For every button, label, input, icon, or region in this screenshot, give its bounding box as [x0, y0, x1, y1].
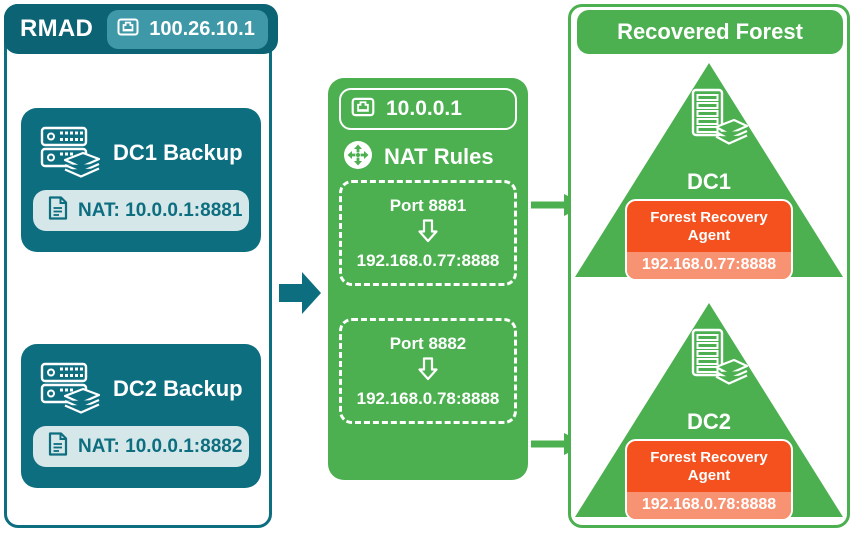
dc1-nat-pill: NAT: 10.0.0.1:8881 [33, 190, 249, 231]
dc2-forest-recovery-agent[interactable]: Forest Recovery Agent 192.168.0.78:8888 [625, 439, 793, 521]
dc1-nat-label: NAT: 10.0.0.1:8881 [78, 199, 243, 221]
document-icon [47, 431, 69, 462]
document-icon [47, 195, 69, 226]
nat-rule-row: Port 8882 192.168.0.78:8888 [339, 318, 517, 424]
right-block-arrow-icon [278, 268, 322, 323]
dc2-backup-header: DC2 Backup [33, 356, 249, 422]
dc1-backup-card[interactable]: DC1 Backup NAT: 10.0.0.1:8881 [21, 108, 261, 252]
rmad-ip-value: 100.26.10.1 [149, 17, 255, 40]
recovered-forest-title: Recovered Forest [617, 19, 803, 44]
rmad-panel: RMAD 100.26.10.1 [4, 4, 278, 528]
nat-rules-panel: 10.0.0.1 NAT Rules Port 8881 [328, 78, 528, 480]
ethernet-port-icon [350, 94, 376, 125]
rmad-ip-badge: 100.26.10.1 [107, 9, 268, 49]
ethernet-port-icon [116, 15, 140, 44]
server-rack-backup-icon [689, 87, 749, 154]
dc1-forest-recovery-agent[interactable]: Forest Recovery Agent 192.168.0.77:8888 [625, 199, 793, 281]
server-backup-icon [39, 358, 103, 421]
nat-ip-badge: 10.0.0.1 [339, 88, 517, 130]
rmad-title: RMAD [20, 15, 94, 42]
dc1-agent-ip: 192.168.0.77:8888 [627, 252, 791, 279]
down-arrow-icon [415, 356, 441, 387]
dc2-nat-label: NAT: 10.0.0.1:8882 [78, 435, 243, 457]
nat-rule-target: 192.168.0.78:8888 [356, 388, 500, 408]
nat-ip-value: 10.0.0.1 [386, 97, 462, 120]
dc2-label: DC2 [686, 409, 731, 434]
server-backup-icon [39, 122, 103, 185]
dc2-backup-card[interactable]: DC2 Backup NAT: 10.0.0.1:8882 [21, 344, 261, 488]
nat-rule-port: Port 8882 [389, 333, 467, 353]
nat-rule-target: 192.168.0.77:8888 [356, 250, 500, 270]
dc1-backup-header: DC1 Backup [33, 120, 249, 186]
nat-router-icon [343, 140, 373, 175]
dc2-node[interactable]: DC2 Forest Recovery Agent 192.168.0.78:8… [571, 299, 847, 525]
dc2-agent-title: Forest Recovery Agent [650, 449, 768, 484]
dc2-nat-pill: NAT: 10.0.0.1:8882 [33, 426, 249, 467]
dc1-node[interactable]: DC1 Forest Recovery Agent 192.168.0.77:8… [571, 59, 847, 289]
recovered-forest-panel: Recovered Forest [568, 4, 850, 528]
down-arrow-icon [415, 218, 441, 249]
dc2-backup-title: DC2 Backup [113, 376, 243, 401]
nat-rules-title: NAT Rules [384, 144, 494, 169]
rmad-header: RMAD 100.26.10.1 [4, 4, 278, 54]
nat-rules-header: NAT Rules [339, 134, 517, 180]
dc2-agent-ip: 192.168.0.78:8888 [627, 492, 791, 519]
nat-rule-row: Port 8881 192.168.0.77:8888 [339, 180, 517, 286]
nat-rule-port: Port 8881 [389, 195, 467, 215]
server-rack-backup-icon [689, 327, 749, 394]
dc1-agent-title: Forest Recovery Agent [650, 209, 768, 244]
dc1-label: DC1 [686, 169, 731, 194]
recovered-forest-header: Recovered Forest [577, 10, 843, 54]
dc1-backup-title: DC1 Backup [113, 140, 243, 165]
